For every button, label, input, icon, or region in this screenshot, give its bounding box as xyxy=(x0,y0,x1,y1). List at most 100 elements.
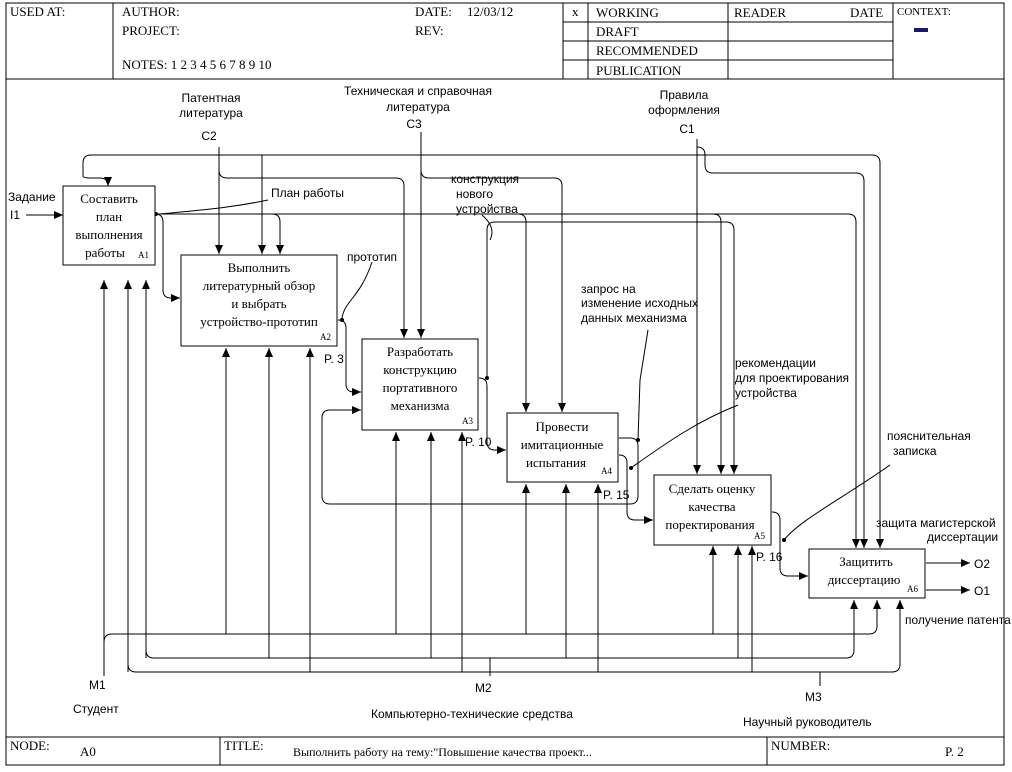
box-a3-number: A3 xyxy=(462,416,473,426)
label-c1-code: C1 xyxy=(679,122,695,136)
svg-text:Защитить: Защитить xyxy=(839,554,893,569)
number-value: P. 2 xyxy=(945,744,964,759)
label-recommend-line: для проектирования xyxy=(735,371,849,385)
label-i1-code: I1 xyxy=(10,208,20,222)
leader-construction xyxy=(481,214,493,241)
svg-text:конструкцию: конструкцию xyxy=(383,362,457,377)
label-construction-line: нового xyxy=(456,187,493,201)
project-label: PROJECT: xyxy=(122,23,180,38)
box-a2-line: и выбрать xyxy=(231,296,286,311)
svg-text:устройство-прототип: устройство-прототип xyxy=(200,314,318,329)
arrow-plan xyxy=(155,213,860,548)
label-i1-line: Задание xyxy=(8,190,56,204)
box-a6-line: диссертацию xyxy=(828,572,901,587)
arrow-m1-bus xyxy=(103,600,881,643)
rev-label: REV: xyxy=(415,23,444,38)
leader-plan xyxy=(159,199,269,215)
box-a1-line: Составить xyxy=(80,191,138,206)
arrow-m3-bus xyxy=(127,600,904,673)
box-a6-number: A6 xyxy=(907,584,918,594)
box-a4-line: Провести xyxy=(536,419,589,434)
label-ref-p10: P. 10 xyxy=(465,435,492,449)
notes-label: NOTES: 1 2 3 4 5 6 7 8 9 10 xyxy=(122,57,272,72)
label-ref-p15: P. 15 xyxy=(603,488,630,502)
arrow-c3-a4 xyxy=(420,155,566,412)
svg-text:качества: качества xyxy=(688,499,735,514)
box-a5-line: Сделать оценку xyxy=(669,481,756,496)
activity-box-a4[interactable]: Провести имитационные испытания A4 xyxy=(506,412,619,483)
box-a3-line: портативного xyxy=(383,380,458,395)
activity-box-a1[interactable]: Составить план выполнения работы A1 xyxy=(62,185,156,266)
label-note-line: пояснительная xyxy=(887,429,971,443)
svg-text:Разработать: Разработать xyxy=(387,344,453,359)
frame xyxy=(5,2,1005,766)
label-o2-code: O2 xyxy=(974,557,990,571)
box-a2-line: Выполнить xyxy=(228,260,291,275)
context-label: CONTEXT: xyxy=(897,6,951,18)
label-o2-line: диссертации xyxy=(927,530,998,544)
label-m3-code: M3 xyxy=(805,690,822,704)
box-a3-line: Разработать xyxy=(387,344,453,359)
svg-text:испытания: испытания xyxy=(526,455,586,470)
label-construction-line: устройства xyxy=(456,202,518,216)
activity-box-a2[interactable]: Выполнить литературный обзор и выбрать у… xyxy=(180,254,338,347)
arrow-a5-a6 xyxy=(771,511,808,580)
arrow-m2-bus xyxy=(145,600,858,659)
activity-box-a5[interactable]: Сделать оценку качества поректи­рования … xyxy=(653,474,772,546)
box-a5-number: A5 xyxy=(754,531,765,541)
label-m1-code: M1 xyxy=(89,678,106,692)
title-label: TITLE: xyxy=(224,738,264,753)
svg-text:план: план xyxy=(96,209,122,224)
box-a5-line: качества xyxy=(688,499,735,514)
label-o2-line: защита магистерской xyxy=(876,516,996,530)
box-a1-line: план xyxy=(96,209,122,224)
box-a3-line: механизма xyxy=(391,398,450,413)
leader-prototype xyxy=(341,261,373,319)
svg-text:выполнения: выполнения xyxy=(75,227,142,242)
status-working: WORKING xyxy=(596,5,659,20)
arrow-c3-a1 xyxy=(82,154,112,187)
svg-text:литературный обзор: литературный обзор xyxy=(203,278,315,293)
label-o1-line: получение патента xyxy=(905,613,1011,627)
activity-box-a3[interactable]: Разработать конструкцию портативного мех… xyxy=(361,338,479,431)
working-mark: x xyxy=(572,4,579,19)
label-c3-line: литература xyxy=(386,100,450,114)
date-label: DATE: xyxy=(415,4,452,19)
label-c1-line: Правила xyxy=(660,88,709,102)
activity-box-a6[interactable]: Защитить диссертацию A6 xyxy=(808,548,926,599)
leader-request xyxy=(637,329,649,441)
leader-note xyxy=(783,464,891,541)
label-prototype: прототип xyxy=(347,250,397,264)
reader-date-label: DATE xyxy=(850,5,883,20)
arrow-c1-a6 xyxy=(696,146,868,548)
box-a1-line: работы xyxy=(85,245,125,260)
used-at-label: USED AT: xyxy=(10,4,65,19)
label-m2-line: Компьютерно-технические средства xyxy=(371,707,573,721)
box-a4-line: имитационные xyxy=(521,437,604,452)
box-a5-line: поректи­рования xyxy=(665,517,754,532)
status-recommended: RECOMMENDED xyxy=(596,43,698,58)
label-o1-code: O1 xyxy=(974,584,990,598)
status-publication: PUBLICATION xyxy=(596,63,682,78)
box-a2-number: A2 xyxy=(320,332,331,342)
label-recommend-line: рекомендации xyxy=(735,356,816,370)
arrow-a4-a5 xyxy=(618,454,653,524)
label-c2-code: C2 xyxy=(201,129,217,143)
label-request-line: изменение исходных xyxy=(581,296,698,310)
label-recommend-line: устройства xyxy=(735,386,797,400)
box-a4-number: A4 xyxy=(601,466,612,476)
svg-text:поректи­рования: поректи­рования xyxy=(665,517,754,532)
label-plan: План работы xyxy=(271,186,344,200)
leader-recommend xyxy=(630,404,739,469)
label-m3-line: Научный руководитель xyxy=(743,715,872,729)
box-a1-number: A1 xyxy=(138,250,149,260)
svg-text:и выбрать: и выбрать xyxy=(231,296,286,311)
label-c2-line: литература xyxy=(179,106,243,120)
arrow-c3-a6 xyxy=(871,154,884,548)
label-ref-p3: P. 3 xyxy=(324,352,344,366)
arrows xyxy=(26,132,970,686)
arrow-plan-a2 xyxy=(155,213,284,254)
node-value: A0 xyxy=(80,744,96,759)
arrow-construction xyxy=(478,377,506,454)
